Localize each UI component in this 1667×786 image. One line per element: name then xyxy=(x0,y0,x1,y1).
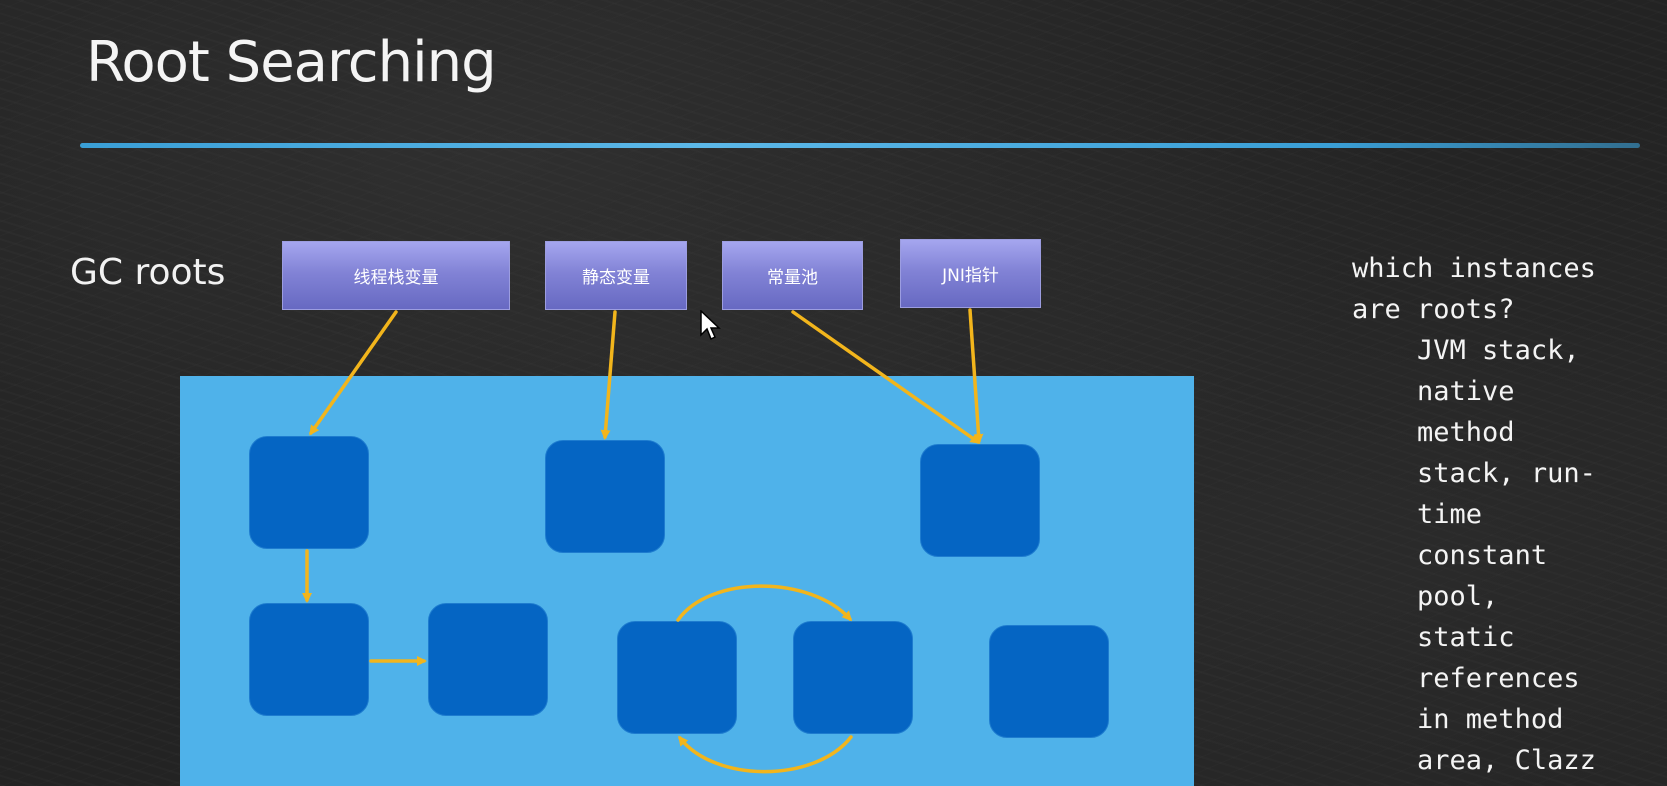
arrow-constant-pool-to-object-c xyxy=(791,310,981,444)
heap-object-a xyxy=(249,436,369,549)
heap-object-g xyxy=(793,621,913,734)
gc-roots-label: GC roots xyxy=(70,252,226,293)
heap-object-f xyxy=(617,621,737,734)
arrow-jni-to-object-c xyxy=(968,308,984,444)
root-label: 线程栈变量 xyxy=(353,268,439,288)
title-underline xyxy=(80,143,1640,148)
note-item: time xyxy=(1417,499,1483,530)
note-item: static xyxy=(1417,622,1515,653)
arrow-cycle-bottom xyxy=(678,735,853,774)
root-jni-pointer: JNI指针 xyxy=(900,239,1041,308)
slide-title: Root Searching xyxy=(86,30,497,95)
note-item: constant xyxy=(1417,540,1548,571)
root-label: 静态变量 xyxy=(582,268,650,288)
arrow-cycle-top xyxy=(676,584,853,622)
mouse-pointer-icon xyxy=(700,310,721,341)
note-item: native xyxy=(1417,376,1515,407)
root-label: JNI指针 xyxy=(942,266,999,286)
note-item: stack, run- xyxy=(1417,458,1596,489)
note-item: in method xyxy=(1417,704,1564,735)
note-item: method xyxy=(1417,417,1515,448)
heap-object-c xyxy=(920,444,1040,557)
root-constant-pool: 常量池 xyxy=(722,241,863,310)
note-line-1: which instances xyxy=(1352,253,1596,284)
root-static-variables: 静态变量 xyxy=(545,241,687,310)
note-item: pool, xyxy=(1417,581,1499,612)
heap-object-b xyxy=(545,440,665,553)
heap-object-h xyxy=(989,625,1109,738)
note-item: area, Clazz xyxy=(1417,745,1596,776)
arrow-static-to-object-b xyxy=(600,310,617,440)
note-item: references xyxy=(1417,663,1580,694)
note-line-2: are roots? xyxy=(1352,294,1515,325)
root-thread-stack-variables: 线程栈变量 xyxy=(282,241,510,310)
note-item: JVM stack, xyxy=(1417,335,1580,366)
roots-explanation: which instances are roots? JVM stack, na… xyxy=(1352,248,1596,781)
root-label: 常量池 xyxy=(767,268,818,288)
heap-object-e xyxy=(428,603,548,716)
arrow-thread-stack-to-object-a xyxy=(309,310,398,436)
heap-object-d xyxy=(249,603,369,716)
